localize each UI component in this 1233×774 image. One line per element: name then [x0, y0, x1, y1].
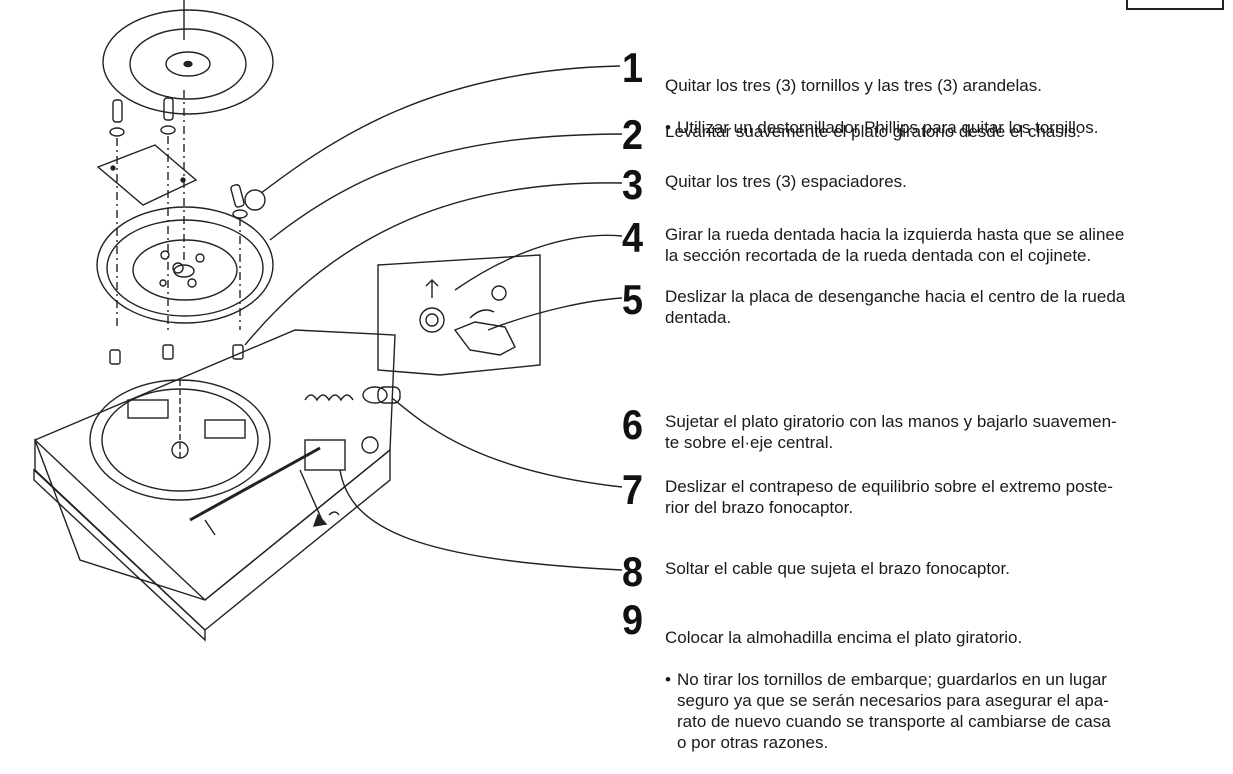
leader-1 [251, 65, 621, 201]
step-number: 2 [622, 111, 644, 158]
platter-mat [102, 9, 274, 115]
step-instruction: Quitar los tres (3) tornillos y las tres… [665, 76, 1042, 95]
platter [96, 206, 274, 324]
step-number: 8 [622, 548, 644, 595]
step-1: 1 Quitar los tres (3) tornillos y las tr… [622, 44, 1222, 138]
leader-4 [454, 234, 623, 291]
step-8: 8 Soltar el cable que sujeta el brazo fo… [622, 548, 1222, 595]
step-number: 1 [622, 44, 644, 91]
step-instruction: Levantar suavemente el plato giratorio d… [665, 122, 1081, 141]
step-number: 5 [622, 276, 644, 323]
step-instruction: Quitar los tres (3) espaciadores. [665, 172, 907, 191]
step-number: 3 [622, 161, 644, 208]
leader-7 [391, 397, 623, 488]
step-instruction: Colocar la almohadilla encima el plato g… [665, 628, 1023, 647]
step-number: 4 [622, 214, 644, 261]
step-instruction: Girar la rueda dentada hacia la izquierd… [665, 225, 1125, 265]
step-number: 7 [622, 466, 644, 513]
shipping-plate [96, 144, 198, 206]
leader-2 [269, 133, 623, 241]
step-number: 6 [622, 401, 644, 448]
leader-5 [487, 297, 623, 331]
step-instruction: Sujetar el plato giratorio con las manos… [665, 412, 1117, 452]
step-2: 2 Levantar suavemente el plato giratorio… [622, 111, 1222, 158]
step-6: 6 Sujetar el plato giratorio con las man… [622, 401, 1222, 460]
turntable-base [33, 329, 396, 642]
step-note-text: No tirar los tornillos de embarque; guar… [677, 670, 1111, 752]
step-note: • No tirar los tornillos de embarque; gua… [665, 669, 1205, 753]
step-instruction: Deslizar la placa de desenganche hacia e… [665, 287, 1126, 327]
step-number: 9 [622, 596, 644, 643]
step-7: 7 Deslizar el contrapeso de equilibrio s… [622, 466, 1222, 525]
leader-3 [244, 182, 623, 346]
step-5: 5 Deslizar la placa de desenganche hacia… [622, 276, 1222, 335]
step-note: • Utilizar un destornillador Phillips par… [665, 117, 1205, 138]
bullet-icon: • [665, 118, 671, 137]
screws-upper [109, 97, 248, 330]
inset-detail [377, 254, 541, 376]
header-rule-box [1126, 0, 1224, 10]
step-3: 3 Quitar los tres (3) espaciadores. [622, 161, 1222, 208]
turntable-exploded-diagram [33, 0, 623, 642]
step-4: 4 Girar la rueda dentada hacia la izquie… [622, 214, 1222, 273]
leader-8 [339, 469, 623, 571]
step-text: Colocar la almohadilla encima el plato g… [665, 606, 1205, 774]
step-note-text: Utilizar un destornillador Phillips para… [677, 118, 1099, 137]
counterweight [304, 386, 401, 404]
step-instruction: Soltar el cable que sujeta el brazo fono… [665, 559, 1010, 578]
step-9: 9 Colocar la almohadilla encima el plato… [622, 596, 1222, 753]
step-text: Quitar los tres (3) tornillos y las tres… [665, 54, 1205, 159]
step-instruction: Deslizar el contrapeso de equilibrio sob… [665, 477, 1113, 517]
bullet-icon: • [665, 670, 671, 689]
